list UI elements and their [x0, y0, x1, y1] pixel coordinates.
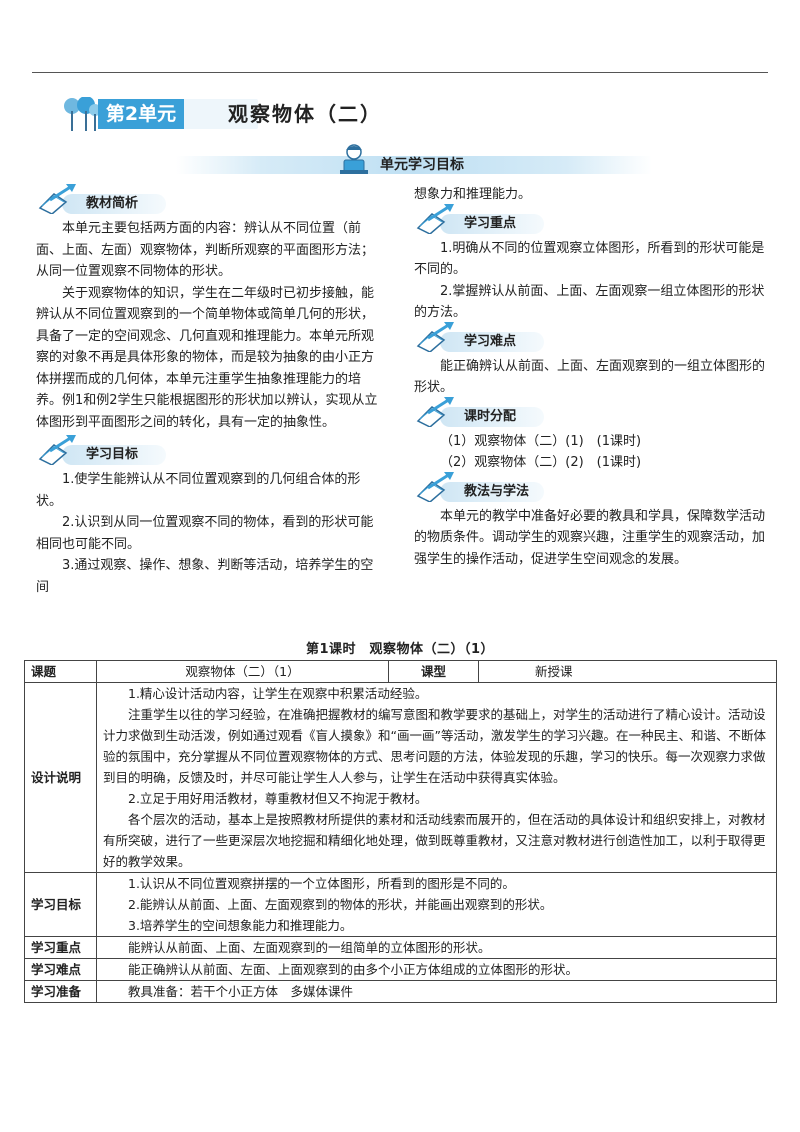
section-title: 教法与学法 — [464, 483, 530, 499]
unit-badge: 第2单元 — [98, 99, 184, 129]
paragraph: 本单元的教学中准备好必要的教具和学具，保障数学活动的物质条件。调动学生的观察兴趣… — [414, 508, 766, 567]
table-cell: 能正确辨认从前面、左面、上面观察到的由多个小正方体组成的立体图形的形状。 — [96, 958, 777, 981]
objectives-bar-bg — [176, 156, 652, 174]
paragraph: 2.掌握辨认从前面、上面、左面观察一组立体图形的形状的方法。 — [414, 283, 765, 321]
table-row: 学习目标 1.认识从不同位置观察拼摆的一个立体图形，所看到的图形是不同的。 2.… — [24, 872, 777, 937]
paragraph: 1.认识从不同位置观察拼摆的一个立体图形，所看到的图形是不同的。 — [128, 876, 515, 891]
section-title: 学习重点 — [464, 215, 517, 231]
table-row: 学习难点 能正确辨认从前面、左面、上面观察到的由多个小正方体组成的立体图形的形状… — [24, 958, 777, 981]
book-arrow-icon — [416, 471, 454, 502]
book-arrow-icon — [416, 203, 454, 234]
paragraph-continued: 想象力和推理能力。 — [414, 187, 532, 202]
table-cell-design: 1.精心设计活动内容，让学生在观察中积累活动经验。 注重学生以往的学习经验，在准… — [96, 682, 777, 873]
paragraph: 能辨认从前面、上面、左面观察到的一组简单的立体图形的形状。 — [128, 940, 491, 955]
table-header: 学习重点 — [24, 936, 97, 959]
paragraph: 1.使学生能辨认从不同位置观察到的几何组合体的形状。 — [36, 472, 361, 509]
table-row: 设计说明 1.精心设计活动内容，让学生在观察中积累活动经验。 注重学生以往的学习… — [24, 682, 777, 873]
table-cell-goals: 1.认识从不同位置观察拼摆的一个立体图形，所看到的图形是不同的。 2.能辨认从前… — [96, 872, 777, 937]
table-header: 学习目标 — [24, 872, 97, 937]
paragraph: 2.立足于用好用活教材，尊重教材但又不拘泥于教材。 — [128, 791, 428, 806]
right-column: 想象力和推理能力。 学习重点 1.明确从不同的位置观察立体图形，所看到的形状可能… — [414, 184, 770, 570]
table-cell: 观察物体（二）（1） — [96, 660, 389, 683]
paragraph: 本单元主要包括两方面的内容：辨认从不同位置（前面、上面、左面）观察物体，判断所观… — [36, 221, 375, 279]
table-row: 学习重点 能辨认从前面、上面、左面观察到的一组简单的立体图形的形状。 — [24, 936, 777, 959]
section-header-textbook-analysis: 教材简析 — [36, 184, 382, 216]
paragraph: 能正确辨认从前面、上面、左面观察到的一组立体图形的形状。 — [414, 358, 766, 396]
student-icon — [340, 144, 368, 174]
table-header: 课题 — [24, 660, 97, 683]
table-header: 学习准备 — [24, 980, 97, 1003]
tree-icon — [64, 97, 101, 131]
paragraph: 1.明确从不同的位置观察立体图形，所看到的形状可能是不同的。 — [414, 240, 765, 278]
book-arrow-icon — [38, 435, 76, 465]
unit-title: 观察物体（二） — [228, 102, 382, 126]
table-header: 学习难点 — [24, 958, 97, 981]
list-item: （2）观察物体（二）(2) (1课时) — [440, 455, 642, 470]
objectives-heading: 单元学习目标 — [380, 157, 464, 173]
table-header: 设计说明 — [24, 682, 97, 873]
paragraph: 1.精心设计活动内容，让学生在观察中积累活动经验。 — [128, 686, 428, 701]
table-row: 课题 观察物体（二）（1） 课型 新授课 — [24, 660, 777, 683]
paragraph: 3.培养学生的空间想象能力和推理能力。 — [128, 918, 353, 933]
table-row: 学习准备 教具准备：若干个小正方体 多媒体课件 — [24, 980, 777, 1003]
paragraph: 注重学生以往的学习经验，在准确把握教材的编写意图和教学要求的基础上，对学生的活动… — [103, 707, 766, 785]
unit-objectives-bar: 单元学习目标 — [176, 144, 652, 174]
book-arrow-icon — [416, 321, 454, 352]
left-column: 教材简析 本单元主要包括两方面的内容：辨认从不同位置（前面、上面、左面）观察物体… — [36, 184, 382, 598]
table-cell: 教具准备：若干个小正方体 多媒体课件 — [96, 980, 777, 1003]
section-header-difficulties: 学习难点 — [414, 321, 770, 354]
paragraph: 2.认识到从同一位置观察不同的物体，看到的形状可能相同也可能不同。 — [36, 515, 374, 552]
lesson-plan-table: 课题 观察物体（二）（1） 课型 新授课 设计说明 1.精心设计活动内容，让学生… — [24, 660, 777, 1003]
section-header-schedule: 课时分配 — [414, 396, 770, 429]
paragraph: 关于观察物体的知识，学生在二年级时已初步接触，能辨认从不同位置观察到的一个简单物… — [36, 285, 378, 430]
paragraph: 能正确辨认从前面、左面、上面观察到的由多个小正方体组成的立体图形的形状。 — [128, 962, 579, 977]
section-title: 学习目标 — [86, 447, 139, 462]
table-header: 课型 — [388, 660, 479, 683]
table-cell: 新授课 — [478, 660, 777, 683]
section-header-key-points: 学习重点 — [414, 203, 770, 236]
section-header-learning-goals: 学习目标 — [36, 435, 382, 467]
list-item: （1）观察物体（二）(1) (1课时) — [440, 433, 642, 449]
lesson-title: 第1课时 观察物体（二）（1） — [305, 642, 495, 657]
section-title: 课时分配 — [464, 408, 517, 424]
section-title: 教材简析 — [86, 196, 139, 211]
table-cell: 能辨认从前面、上面、左面观察到的一组简单的立体图形的形状。 — [96, 936, 777, 959]
book-arrow-icon — [38, 184, 76, 214]
paragraph: 3.通过观察、操作、想象、判断等活动，培养学生的空间 — [36, 558, 374, 595]
top-rule — [32, 72, 768, 73]
book-arrow-icon — [416, 396, 454, 427]
paragraph: 2.能辨认从前面、上面、左面观察到的物体的形状，并能画出观察到的形状。 — [128, 897, 553, 912]
paragraph: 各个层次的活动，基本上是按照教材所提供的素材和活动线索而展开的，但在活动的具体设… — [103, 812, 766, 869]
paragraph: 教具准备：若干个小正方体 多媒体课件 — [128, 984, 354, 999]
section-title: 学习难点 — [464, 333, 517, 349]
unit-badge-box: 第2单元 — [98, 99, 258, 129]
section-header-methods: 教法与学法 — [414, 471, 770, 504]
